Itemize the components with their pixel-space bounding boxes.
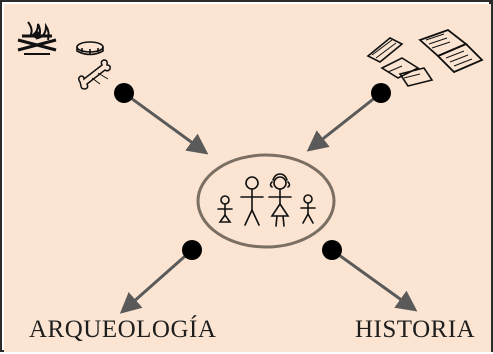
arrow-bottom-right (331, 248, 418, 312)
arrow-bottom-left (119, 248, 193, 314)
bone-fragments-icon (77, 59, 111, 90)
open-book-icon (418, 28, 484, 74)
scrolls-icon (366, 37, 434, 87)
dot-bottom-left (182, 240, 202, 260)
arrow-top-left (123, 91, 209, 155)
arrow-top-right (306, 91, 382, 152)
label-historia: HISTORIA (355, 316, 476, 343)
dot-top-left (114, 83, 134, 103)
shell-bead-icon (76, 41, 104, 56)
dot-bottom-right (322, 240, 342, 260)
dot-top-right (371, 83, 391, 103)
human-family-icon (196, 153, 336, 249)
label-arqueologia: ARQUEOLOGÍA (29, 316, 217, 343)
fire-icon (17, 21, 57, 55)
